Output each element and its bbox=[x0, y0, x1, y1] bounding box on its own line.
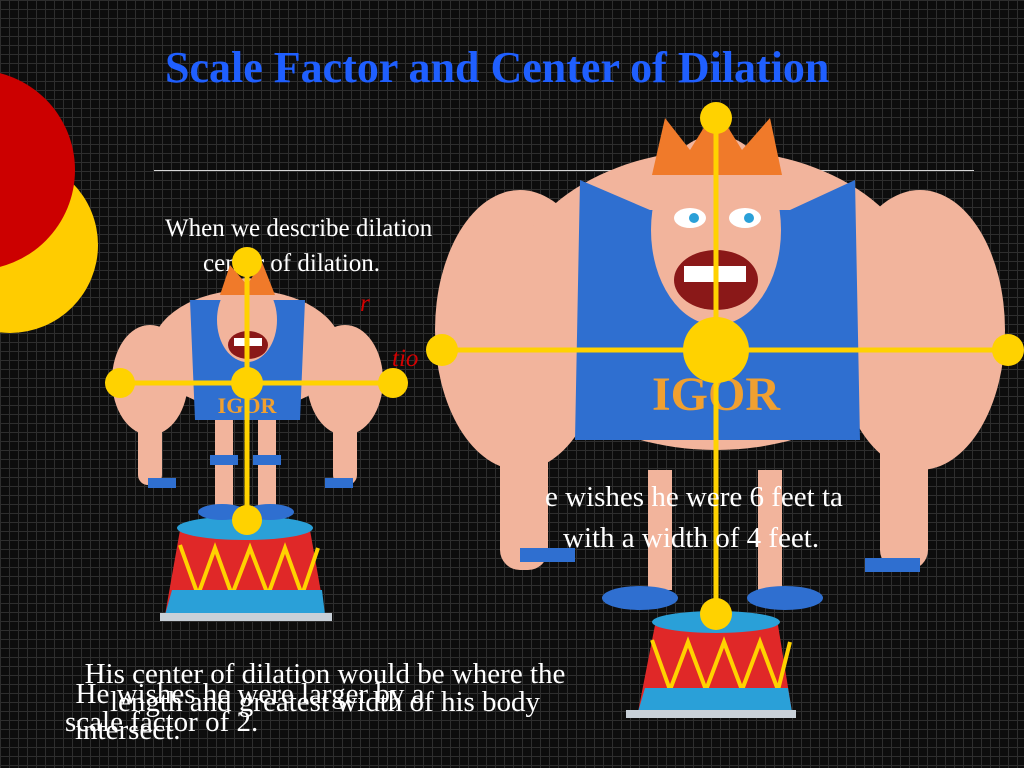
small-bottom-point bbox=[232, 505, 262, 535]
scale-caption-line2: scale factor of 2. bbox=[65, 706, 259, 738]
small-left-point bbox=[105, 368, 135, 398]
slide-title: Scale Factor and Center of Dilation bbox=[165, 43, 830, 92]
center-caption: His center of dilation would be where th… bbox=[20, 658, 630, 746]
large-top-point bbox=[700, 102, 732, 134]
small-pedestal bbox=[160, 516, 332, 621]
center-caption-line3: intersect. bbox=[75, 714, 181, 746]
red-circle bbox=[0, 73, 75, 267]
large-center-point bbox=[683, 317, 749, 383]
intro-text-line1: When we describe dilation bbox=[165, 215, 433, 242]
large-left-point bbox=[426, 334, 458, 366]
small-right-point bbox=[378, 368, 408, 398]
scale-caption: He wishes he were larger by a scale fact… bbox=[20, 678, 480, 738]
large-pedestal bbox=[626, 611, 796, 718]
center-caption-line1: His center of dilation would be where th… bbox=[84, 658, 566, 690]
large-right-point bbox=[992, 334, 1024, 366]
red-fragment-2: tio bbox=[392, 345, 419, 372]
title-divider bbox=[154, 170, 974, 171]
small-top-point bbox=[232, 247, 262, 277]
scale-caption-line1: He wishes he were larger by a bbox=[75, 678, 425, 710]
wish-text-line1: e wishes he were 6 feet ta bbox=[545, 481, 843, 513]
center-caption-line2: length and greatest width of his body bbox=[109, 686, 541, 718]
large-bottom-point bbox=[700, 598, 732, 630]
wish-text-line2: with a width of 4 feet. bbox=[563, 522, 820, 554]
small-center-point bbox=[231, 367, 263, 399]
red-fragment-1: r bbox=[360, 290, 370, 317]
